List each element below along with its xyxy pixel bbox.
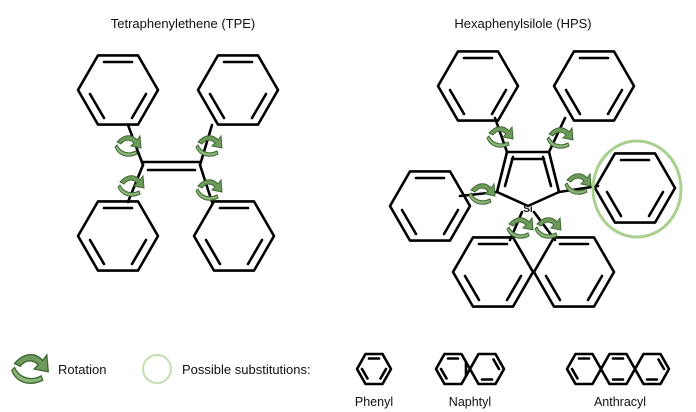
hps-rotation-icon-2 bbox=[546, 127, 574, 149]
hps-phenyl-right bbox=[593, 152, 677, 224]
hps-phenyl-left bbox=[388, 170, 472, 242]
tpe-title: Tetraphenylethene (TPE) bbox=[111, 16, 256, 31]
hps-title: Hexaphenylsilole (HPS) bbox=[454, 16, 591, 31]
anthracyl-structure bbox=[565, 352, 671, 386]
tpe-rotation-icon-3 bbox=[117, 175, 145, 197]
substituent-examples: Phenyl Naphtyl Anthracyl bbox=[355, 352, 671, 409]
tpe-central-bonds bbox=[126, 123, 214, 204]
phenyl-structure bbox=[355, 352, 393, 386]
legend-rotation-label: Rotation bbox=[58, 362, 106, 377]
hps-rotation-icon-1 bbox=[486, 126, 514, 148]
hps-phenyl-bottom-right bbox=[532, 236, 616, 308]
hps-rotation-icon-6 bbox=[534, 217, 562, 239]
hps-phenyl-top-left bbox=[436, 50, 520, 122]
naphtyl-caption: Naphtyl bbox=[449, 395, 491, 409]
rotation-arrow-icon bbox=[11, 353, 49, 384]
silole-ring bbox=[495, 150, 561, 208]
tpe-rotation-icon-2 bbox=[195, 135, 223, 157]
tpe-phenyl-bottom-right bbox=[192, 200, 276, 272]
legend-substitutions-label: Possible substitutions: bbox=[182, 362, 311, 377]
anthracyl-caption: Anthracyl bbox=[594, 395, 646, 409]
tpe-molecule bbox=[76, 54, 280, 272]
naphtyl-structure bbox=[434, 352, 506, 386]
hps-phenyl-top-right bbox=[552, 50, 636, 122]
hps-rotation-icon-4 bbox=[564, 173, 592, 195]
tpe-rotation-icon-1 bbox=[114, 135, 142, 157]
tpe-phenyl-bottom-left bbox=[76, 200, 160, 272]
legend: Rotation Possible substitutions: bbox=[11, 353, 311, 385]
substitution-circle-icon bbox=[141, 353, 173, 385]
substitution-highlight-circle bbox=[591, 139, 683, 239]
silicon-atom-label: Si bbox=[523, 204, 533, 215]
tpe-phenyl-top-right bbox=[196, 54, 280, 126]
hps-molecule: Si bbox=[388, 50, 683, 308]
tpe-phenyl-top-left bbox=[76, 54, 160, 126]
phenyl-caption: Phenyl bbox=[355, 395, 393, 409]
hps-phenyl-bottom-left bbox=[451, 236, 535, 308]
hps-rotation-icon-5 bbox=[506, 217, 534, 239]
